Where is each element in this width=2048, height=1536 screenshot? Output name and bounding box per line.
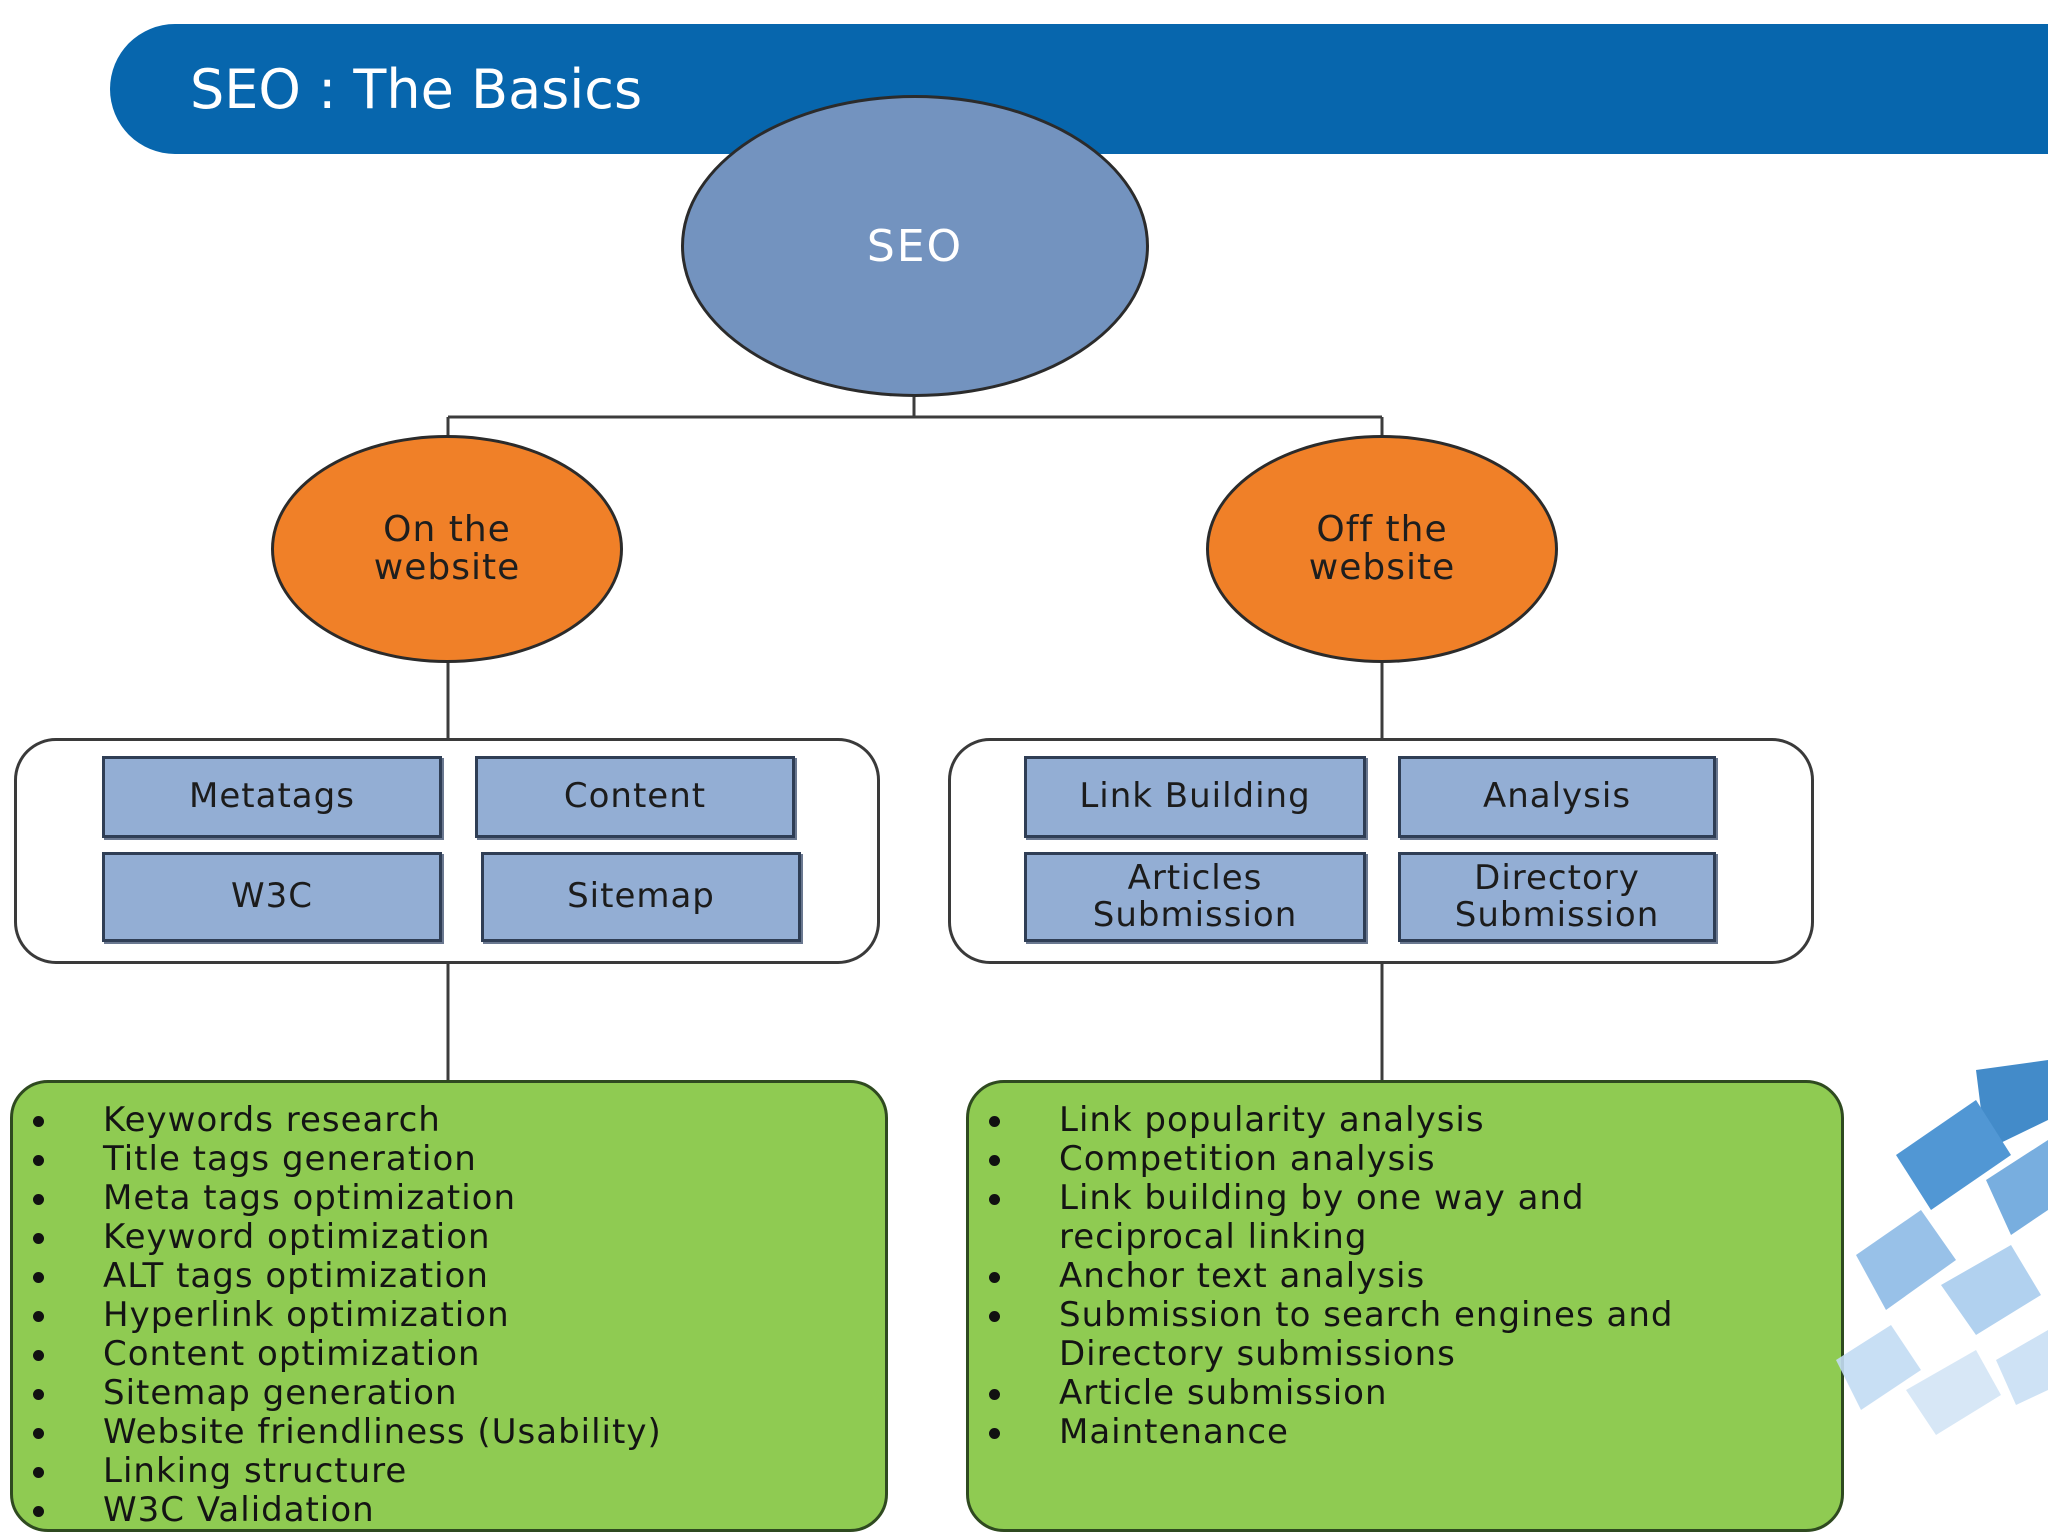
list-item: Website friendliness (Usability) bbox=[13, 1413, 885, 1452]
list-item: Keyword optimization bbox=[13, 1218, 885, 1257]
list-item: Competition analysis bbox=[969, 1140, 1841, 1179]
seo-root-label: SEO bbox=[866, 220, 964, 272]
off-website-task-list: Link popularity analysis Competition ana… bbox=[966, 1080, 1844, 1532]
articles-submission-cell: Articles Submission bbox=[1024, 852, 1366, 942]
list-item: Article submission bbox=[969, 1374, 1841, 1413]
off-website-label: Off the website bbox=[1308, 509, 1456, 588]
list-item: Keywords research bbox=[13, 1101, 885, 1140]
list-item: Linking structure bbox=[13, 1452, 885, 1491]
off-website-node: Off the website bbox=[1206, 435, 1558, 663]
on-website-node: On the website bbox=[271, 435, 623, 663]
decorative-globe-graphic bbox=[1836, 1060, 2048, 1435]
list-item: Meta tags optimization bbox=[13, 1179, 885, 1218]
list-item: Link popularity analysis bbox=[969, 1101, 1841, 1140]
list-item: Anchor text analysis bbox=[969, 1257, 1841, 1296]
content-cell: Content bbox=[475, 756, 795, 838]
list-item: ALT tags optimization bbox=[13, 1257, 885, 1296]
list-item: Content optimization bbox=[13, 1335, 885, 1374]
list-item: Hyperlink optimization bbox=[13, 1296, 885, 1335]
w3c-cell: W3C bbox=[102, 852, 442, 942]
list-item: Sitemap generation bbox=[13, 1374, 885, 1413]
directory-submission-cell: Directory Submission bbox=[1398, 852, 1716, 942]
metatags-cell: Metatags bbox=[102, 756, 442, 838]
list-item: Submission to search engines and Directo… bbox=[969, 1296, 1841, 1374]
list-item: Maintenance bbox=[969, 1413, 1841, 1452]
seo-root-node: SEO bbox=[681, 95, 1149, 397]
slide-title: SEO : The Basics bbox=[190, 58, 643, 121]
sitemap-cell: Sitemap bbox=[481, 852, 801, 942]
list-item: Title tags generation bbox=[13, 1140, 885, 1179]
analysis-cell: Analysis bbox=[1398, 756, 1716, 838]
list-item: W3C Validation bbox=[13, 1491, 885, 1529]
on-website-task-list: Keywords research Title tags generation … bbox=[10, 1080, 888, 1532]
link-building-cell: Link Building bbox=[1024, 756, 1366, 838]
title-banner bbox=[110, 24, 2048, 154]
list-item: Link building by one way and reciprocal … bbox=[969, 1179, 1841, 1257]
on-website-label: On the website bbox=[373, 509, 521, 588]
